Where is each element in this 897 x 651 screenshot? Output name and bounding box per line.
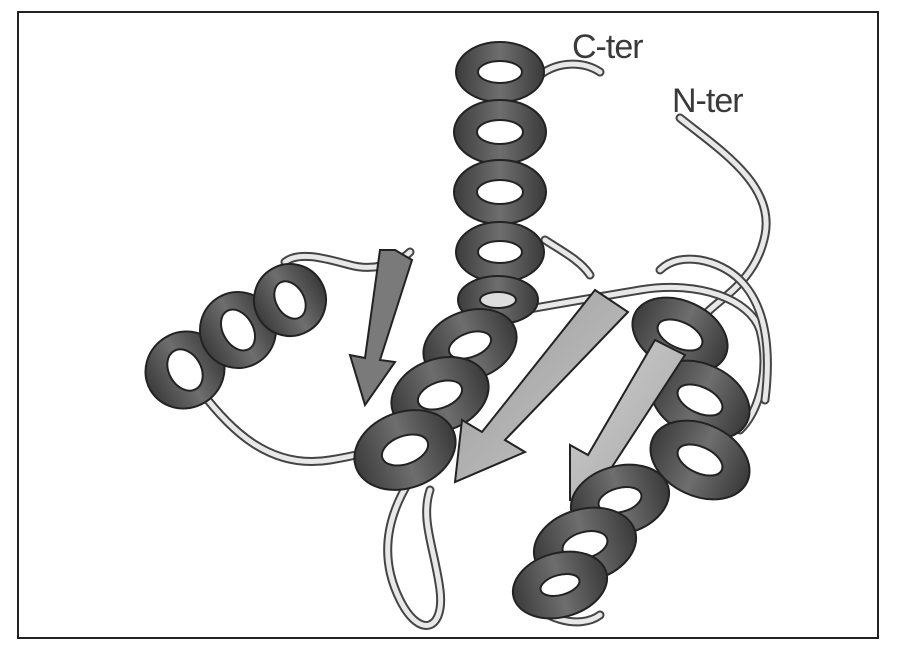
c-terminus-label: C-ter (572, 28, 643, 66)
bottom-right-helix (505, 454, 677, 628)
left-helix (131, 251, 339, 423)
n-terminus-label: N-ter (672, 82, 743, 120)
central-helix (454, 42, 546, 324)
